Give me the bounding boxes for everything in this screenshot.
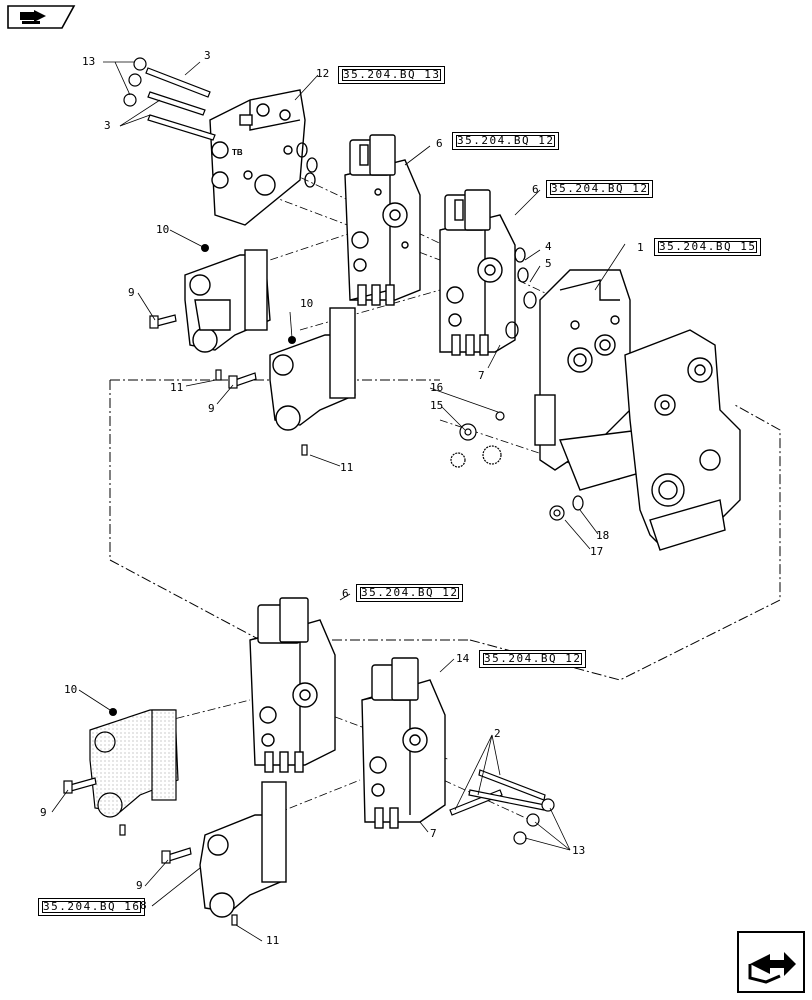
back-button[interactable] bbox=[6, 4, 76, 30]
reference-box-35.204.BQ-12-a[interactable]: 35.204.BQ 12 bbox=[452, 132, 560, 150]
valve-section-6-lower bbox=[249, 597, 336, 773]
callout-6: 6 bbox=[342, 587, 349, 600]
callout-16: 16 bbox=[430, 381, 444, 394]
callout-7: 7 bbox=[478, 369, 485, 382]
reference-box-35.204.BQ-12-b[interactable]: 35.204.BQ 12 bbox=[546, 180, 654, 198]
callout-3: 3 bbox=[204, 49, 211, 62]
next-page-arrow-icon bbox=[737, 931, 805, 993]
callout-7: 7 bbox=[430, 827, 437, 840]
reference-box-35.204.BQ-16[interactable]: 35.204.BQ 16 bbox=[38, 898, 146, 916]
callout-10: 10 bbox=[64, 683, 78, 696]
inlet-housing-1 bbox=[534, 269, 741, 551]
control-handle-10-lower-left bbox=[89, 709, 179, 818]
callout-10: 10 bbox=[156, 223, 170, 236]
callout-12: 12 bbox=[316, 67, 330, 80]
callout-9: 9 bbox=[40, 806, 47, 819]
reference-box-35.204.BQ-13[interactable]: 35.204.BQ 13 bbox=[338, 66, 446, 84]
tie-rods-3-top bbox=[123, 57, 216, 141]
control-handle-10-lower-right bbox=[199, 781, 287, 918]
end-cover-12: TB bbox=[209, 89, 306, 226]
callout-10: 10 bbox=[300, 297, 314, 310]
control-handle-10-upper-left bbox=[184, 249, 271, 353]
callout-9: 9 bbox=[128, 286, 135, 299]
callout-2: 2 bbox=[494, 727, 501, 740]
callout-9: 9 bbox=[208, 402, 215, 415]
valve-section-6-upper-right bbox=[439, 189, 516, 356]
gear-17 bbox=[549, 495, 584, 521]
gear-15 bbox=[450, 411, 505, 468]
callout-6: 6 bbox=[436, 137, 443, 150]
book-back-arrow-icon bbox=[7, 5, 76, 29]
tie-rods-2-lower bbox=[449, 769, 555, 845]
marker-dots bbox=[109, 244, 296, 716]
callout-6: 6 bbox=[532, 183, 539, 196]
callout-3: 3 bbox=[104, 119, 111, 132]
callout-9: 9 bbox=[136, 879, 143, 892]
callout-11: 11 bbox=[170, 381, 184, 394]
reference-box-35.204.BQ-12-c[interactable]: 35.204.BQ 12 bbox=[356, 584, 464, 602]
bolts-9-11 bbox=[63, 314, 308, 926]
callout-13: 13 bbox=[82, 55, 96, 68]
callout-1: 1 bbox=[637, 241, 644, 254]
leader-lines bbox=[51, 61, 626, 942]
callout-14: 14 bbox=[456, 652, 470, 665]
o-rings-4-5 bbox=[296, 142, 537, 339]
callout-11: 11 bbox=[266, 934, 280, 947]
callout-8: 8 bbox=[140, 899, 147, 912]
callout-15: 15 bbox=[430, 399, 444, 412]
control-handle-10-upper-right bbox=[269, 307, 356, 431]
callout-5: 5 bbox=[545, 257, 552, 270]
svg-text:TB: TB bbox=[232, 148, 243, 157]
callout-18: 18 bbox=[596, 529, 610, 542]
callout-17: 17 bbox=[590, 545, 604, 558]
callout-13: 13 bbox=[572, 844, 586, 857]
callout-11: 11 bbox=[340, 461, 354, 474]
reference-box-35.204.BQ-12-d[interactable]: 35.204.BQ 12 bbox=[479, 650, 587, 668]
valve-section-6-upper-left bbox=[344, 134, 421, 306]
reference-box-35.204.BQ-15[interactable]: 35.204.BQ 15 bbox=[654, 238, 762, 256]
next-page-button[interactable] bbox=[736, 930, 806, 994]
callout-4: 4 bbox=[545, 240, 552, 253]
valve-section-14 bbox=[361, 657, 446, 829]
